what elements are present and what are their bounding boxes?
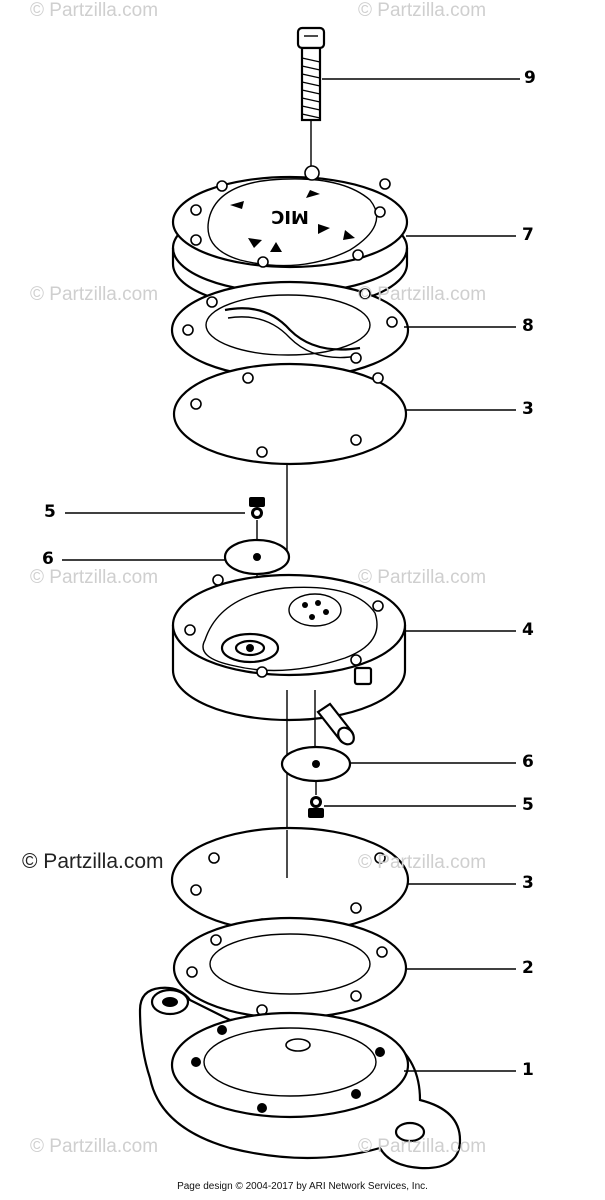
watermark: © Partzilla.com (358, 284, 487, 305)
callout-1: 1 (522, 1060, 534, 1080)
callout-6: 6 (522, 752, 534, 772)
watermark: © Partzilla.com (30, 0, 159, 21)
watermark: © Partzilla.com (30, 1136, 159, 1157)
callout-3: 3 (522, 873, 534, 893)
part-7-cover: MIC (171, 165, 409, 311)
part-5-nut-upper (249, 497, 265, 545)
callout-9: 9 (524, 68, 536, 88)
callout-5: 5 (44, 502, 56, 522)
callout-7: 7 (522, 225, 534, 245)
callout-3: 3 (522, 399, 534, 419)
watermark: © Partzilla.com (358, 0, 487, 21)
callout-6: 6 (42, 549, 54, 569)
leader-lines (62, 78, 520, 1072)
part-9-screw (296, 26, 326, 168)
part-2-gasket (172, 916, 408, 1020)
part-4-pump-body (171, 573, 407, 878)
callout-4: 4 (522, 620, 534, 640)
callout-2: 2 (522, 958, 534, 978)
watermark: © Partzilla.com (358, 567, 487, 588)
part-8-valve-plate (170, 280, 410, 380)
part-6-washer-lower (280, 745, 352, 795)
part-3-diaphragm-lower (170, 826, 410, 934)
part-5-nut-lower (308, 796, 324, 818)
footer-copyright: Page design © 2004-2017 by ARI Network S… (177, 1181, 428, 1192)
watermark: © Partzilla.com (358, 852, 487, 873)
cover-stamp: MIC (271, 206, 309, 227)
callout-5: 5 (522, 795, 534, 815)
part-1-base (138, 986, 462, 1170)
main-watermark: © Partzilla.com (22, 850, 164, 873)
watermark: © Partzilla.com (30, 284, 159, 305)
watermark: © Partzilla.com (358, 1136, 487, 1157)
part-3-diaphragm-upper (172, 362, 408, 560)
callout-8: 8 (522, 316, 534, 336)
watermark: © Partzilla.com (30, 567, 159, 588)
